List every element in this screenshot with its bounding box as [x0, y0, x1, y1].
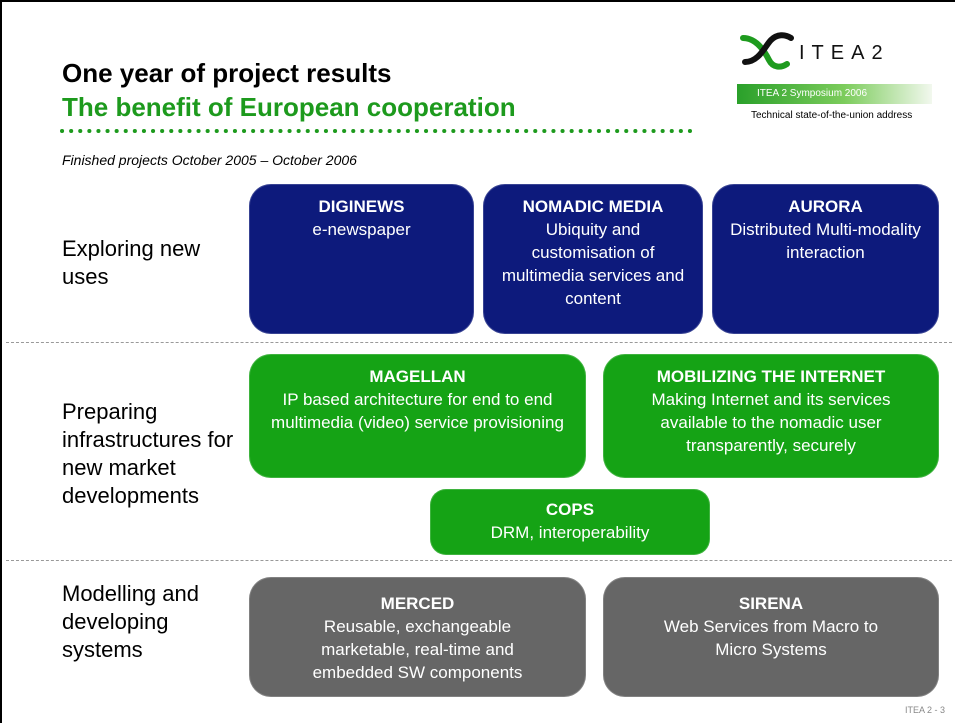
project-card-magellan: MAGELLAN IP based architecture for end t… — [249, 354, 586, 478]
slide-title: One year of project results — [62, 58, 392, 88]
row-label-modelling: Modelling and developing systems — [62, 581, 199, 662]
project-name: SIRENA — [738, 594, 804, 613]
project-card-aurora: AURORA Distributed Multi-modality intera… — [712, 184, 939, 334]
logo-wordmark: ITEA2 — [799, 42, 890, 64]
project-description: Ubiquity and customisation of multimedia… — [501, 220, 685, 308]
project-description: e-newspaper — [312, 220, 411, 239]
logo-mark-icon — [740, 32, 794, 70]
project-name: MAGELLAN — [369, 367, 466, 386]
project-name: COPS — [545, 500, 595, 519]
project-description: Reusable, exchangeable marketable, real-… — [312, 617, 523, 682]
project-card-mobilizing-the-internet: MOBILIZING THE INTERNET Making Internet … — [603, 354, 939, 478]
project-description: DRM, interoperability — [490, 523, 650, 542]
period-caption: Finished projects October 2005 – October… — [62, 152, 357, 168]
project-name: DIGINEWS — [318, 197, 405, 216]
project-name: MERCED — [380, 594, 455, 613]
itea2-logo: ITEA2 ITEA 2 Symposium 2006 Technical st… — [737, 30, 937, 128]
project-description: Distributed Multi-modality interaction — [730, 220, 921, 262]
row-separator — [6, 560, 952, 561]
page-number: ITEA 2 - 3 — [905, 705, 946, 715]
project-name: AURORA — [788, 197, 863, 216]
row-label-exploring: Exploring new uses — [62, 236, 201, 289]
dotted-divider — [60, 129, 692, 133]
row-label-infrastructures: Preparing infrastructures for new market… — [62, 399, 234, 508]
project-card-sirena: SIRENA Web Services from Macro to Micro … — [603, 577, 939, 697]
project-description: IP based architecture for end to end mul… — [271, 390, 564, 432]
row-separator — [6, 342, 952, 343]
symposium-band: ITEA 2 Symposium 2006 — [737, 84, 932, 104]
project-name: MOBILIZING THE INTERNET — [656, 367, 886, 386]
project-card-nomadic-media: NOMADIC MEDIA Ubiquity and customisation… — [483, 184, 703, 334]
project-card-merced: MERCED Reusable, exchangeable marketable… — [249, 577, 586, 697]
project-description: Making Internet and its services availab… — [651, 390, 891, 455]
project-name: NOMADIC MEDIA — [522, 197, 664, 216]
project-description: Web Services from Macro to Micro Systems — [663, 617, 879, 659]
address-caption: Technical state-of-the-union address — [751, 110, 913, 121]
symposium-label: ITEA 2 Symposium 2006 — [757, 88, 868, 99]
slide-subtitle-heading: The benefit of European cooperation — [62, 92, 516, 122]
project-card-cops: COPS DRM, interoperability — [430, 489, 710, 555]
project-card-diginews: DIGINEWS e-newspaper — [249, 184, 474, 334]
